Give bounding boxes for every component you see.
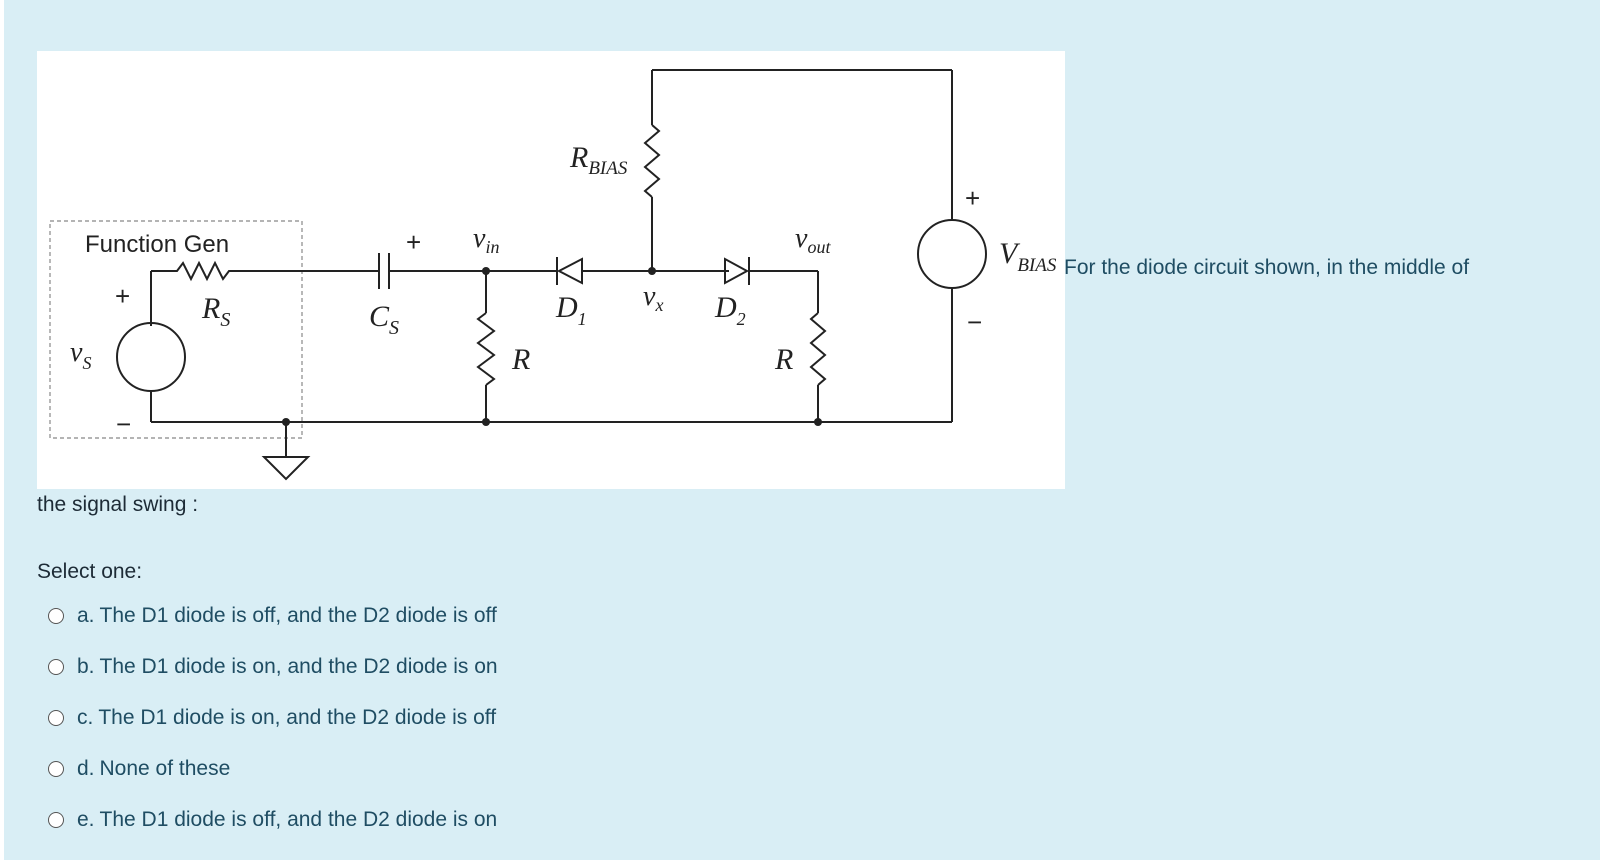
d1-label: D xyxy=(555,291,578,324)
svg-text:D2: D2 xyxy=(714,291,746,329)
vx-label: v xyxy=(643,281,656,312)
svg-text:vin: vin xyxy=(473,223,499,257)
rs-resistor xyxy=(151,260,257,282)
d1-sub: 1 xyxy=(578,309,587,329)
r-right-label: R xyxy=(774,343,793,376)
radio-button[interactable] xyxy=(48,760,64,777)
vin-plus-label: + xyxy=(406,227,421,257)
vs-source xyxy=(116,322,186,392)
svg-text:VBIAS: VBIAS xyxy=(999,237,1057,276)
rs-label: R xyxy=(201,292,220,325)
circuit-diagram: Function Gen + − RS vS CS + vin R xyxy=(37,51,1065,489)
option-e[interactable]: e.The D1 diode is off, and the D2 diode … xyxy=(48,794,498,845)
vs-label: v xyxy=(70,337,83,368)
vbias-sub: BIAS xyxy=(1017,255,1057,276)
radio-button[interactable] xyxy=(48,658,64,675)
option-letter: a. xyxy=(77,603,95,627)
d2-sub: 2 xyxy=(737,309,746,329)
radio-button[interactable] xyxy=(48,811,64,828)
d1-diode xyxy=(556,257,583,285)
rbias-label: R xyxy=(569,141,588,174)
svg-text:RS: RS xyxy=(201,292,230,331)
option-text: The D1 diode is off, and the D2 diode is… xyxy=(99,807,498,831)
option-text: None of these xyxy=(99,756,231,780)
vout-sub: out xyxy=(807,237,831,257)
option-text: The D1 diode is off, and the D2 diode is… xyxy=(99,603,497,627)
vbias-minus-label: − xyxy=(967,307,982,337)
question-text-continued: the signal swing : xyxy=(37,493,199,516)
option-letter: c. xyxy=(77,705,94,729)
r-resistor-left xyxy=(476,312,496,386)
svg-text:vout: vout xyxy=(795,223,831,257)
function-gen-box xyxy=(49,220,303,439)
vbias-plus-label: + xyxy=(965,183,980,213)
option-a[interactable]: a.The D1 diode is off, and the D2 diode … xyxy=(48,590,498,641)
svg-text:vx: vx xyxy=(643,281,663,315)
radio-button[interactable] xyxy=(48,607,64,624)
option-b[interactable]: b.The D1 diode is on, and the D2 diode i… xyxy=(48,641,498,692)
option-text: The D1 diode is on, and the D2 diode is … xyxy=(99,654,498,678)
radio-button[interactable] xyxy=(48,709,64,726)
rbias-sub: BIAS xyxy=(588,158,628,179)
option-letter: d. xyxy=(77,756,95,780)
question-text-inline: For the diode circuit shown, in the midd… xyxy=(1064,256,1470,279)
vbias-source xyxy=(917,219,987,289)
r-resistor-right xyxy=(809,312,827,386)
option-d[interactable]: d.None of these xyxy=(48,743,498,794)
vs-minus-label: − xyxy=(116,409,131,439)
option-letter: e. xyxy=(77,807,95,831)
option-letter: b. xyxy=(77,654,95,678)
r-left-label: R xyxy=(511,343,530,376)
svg-text:D1: D1 xyxy=(555,291,587,329)
rs-sub: S xyxy=(220,309,230,331)
svg-text:CS: CS xyxy=(369,300,399,339)
d2-label: D xyxy=(714,291,737,324)
vin-sub: in xyxy=(485,237,499,257)
cs-sub: S xyxy=(389,317,399,339)
rbias-resistor xyxy=(643,124,661,198)
vs-sub: S xyxy=(82,353,91,373)
svg-text:vS: vS xyxy=(70,337,91,373)
function-gen-label: Function Gen xyxy=(85,231,229,258)
ground-symbol xyxy=(261,456,311,481)
vin-label: v xyxy=(473,223,486,254)
select-one-prompt: Select one: xyxy=(37,560,143,583)
question-panel: Function Gen + − RS vS CS + vin R xyxy=(4,0,1600,860)
vbias-label: V xyxy=(999,237,1021,270)
answer-options: a.The D1 diode is off, and the D2 diode … xyxy=(48,590,498,845)
option-c[interactable]: c.The D1 diode is on, and the D2 diode i… xyxy=(48,692,498,743)
option-text: The D1 diode is on, and the D2 diode is … xyxy=(98,705,497,729)
cs-label: C xyxy=(369,300,390,333)
svg-text:RBIAS: RBIAS xyxy=(569,141,628,179)
rs-plus-label: + xyxy=(115,281,130,311)
vx-sub: x xyxy=(654,295,663,315)
d2-diode xyxy=(724,257,750,285)
vout-label: v xyxy=(795,223,808,254)
